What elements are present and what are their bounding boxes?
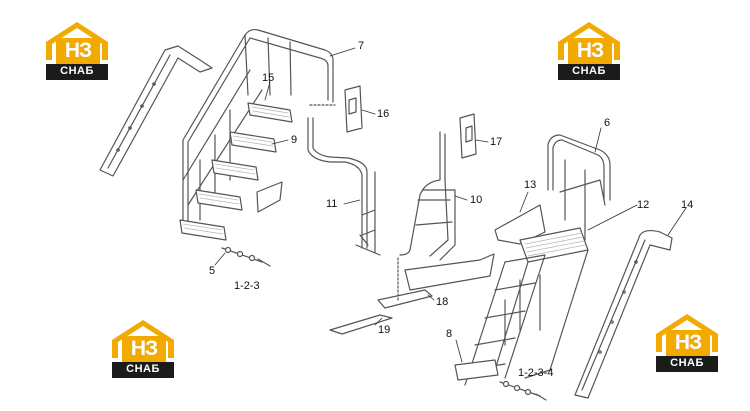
brand-logo-bottom-left: НЗ СНАБ xyxy=(110,318,176,382)
logo-text: НЗ xyxy=(64,39,92,62)
logo-subtext: СНАБ xyxy=(670,357,704,369)
logo-subtext: СНАБ xyxy=(60,65,94,77)
handrail-frame-upper xyxy=(182,28,334,226)
brand-logo-top-right: НЗ СНАБ xyxy=(556,20,622,84)
callout-17: 17 xyxy=(490,136,503,148)
callout-11: 11 xyxy=(326,198,338,210)
side-rail-right xyxy=(574,229,673,399)
callout-19: 19 xyxy=(378,324,391,336)
callout-10: 10 xyxy=(470,194,483,206)
logo-mark-icon xyxy=(112,320,174,378)
plate-19 xyxy=(329,314,393,335)
steps-left xyxy=(179,102,293,241)
leader-lines xyxy=(214,47,687,363)
handrail-10 xyxy=(399,131,456,261)
callout-7: 7 xyxy=(358,40,365,52)
plate-18b xyxy=(377,289,433,309)
step-8 xyxy=(454,359,499,381)
cover-plate-17 xyxy=(459,113,477,159)
stairs-right-grates xyxy=(524,232,586,257)
stairs-right xyxy=(464,227,589,386)
cover-plate-16 xyxy=(344,85,363,133)
callout-15: 15 xyxy=(262,72,275,84)
callout-8: 8 xyxy=(446,328,453,340)
bolt-set-right xyxy=(499,380,547,401)
logo-subtext: СНАБ xyxy=(572,65,606,77)
side-rail-left xyxy=(99,45,213,177)
logo-mark-icon xyxy=(558,22,620,80)
brand-logo-bottom-right: НЗ СНАБ xyxy=(654,312,720,376)
handrail-6 xyxy=(547,134,611,241)
plate-18 xyxy=(404,253,495,291)
callout-16: 16 xyxy=(377,108,390,120)
step-grates-left xyxy=(182,106,290,235)
bolt-set-left xyxy=(221,246,271,267)
callout-9: 9 xyxy=(291,134,298,146)
callout-18: 18 xyxy=(436,296,449,308)
logo-subtext: СНАБ xyxy=(126,363,160,375)
logo-mark-icon xyxy=(46,22,108,80)
brand-logo-top-left: НЗ СНАБ xyxy=(44,20,110,84)
callout-14: 14 xyxy=(681,199,694,211)
callout-12: 12 xyxy=(637,199,650,211)
bracket-plate xyxy=(256,181,283,213)
callout-13: 13 xyxy=(524,179,537,191)
callout-5: 5 xyxy=(209,265,216,277)
logo-text: НЗ xyxy=(576,39,604,62)
callout-6: 6 xyxy=(604,117,611,129)
callout-1-2-3-4: 1-2-3-4 xyxy=(518,367,554,379)
handrail-11 xyxy=(307,117,381,256)
logo-text: НЗ xyxy=(674,331,702,354)
logo-text: НЗ xyxy=(130,337,158,360)
logo-mark-icon xyxy=(656,314,718,372)
callout-1-2-3: 1-2-3 xyxy=(234,280,260,292)
